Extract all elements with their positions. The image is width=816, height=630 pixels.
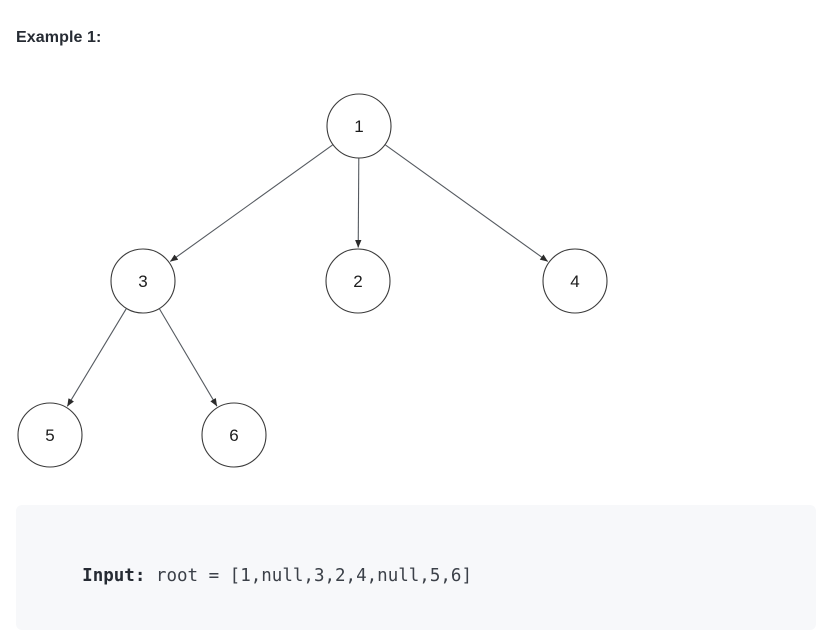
tree-node-circle-1 (326, 93, 392, 159)
binary-tree-diagram: 1 3 2 4 5 6 (0, 72, 816, 482)
tree-node-label-6: 6 (229, 426, 238, 445)
tree-node-circle-3 (110, 248, 176, 314)
example-code-block: Input: root = [1,null,3,2,4,null,5,6] Ou… (16, 505, 816, 630)
input-value: root = [1,null,3,2,4,null,5,6] (145, 566, 472, 586)
tree-node-circle-6 (201, 402, 267, 468)
tree-node-label-2: 2 (353, 272, 362, 291)
tree-node-label-4: 4 (570, 272, 579, 291)
tree-node-label-3: 3 (138, 272, 147, 291)
page-title: Example 1: (16, 29, 102, 46)
tree-node-5: 5 (17, 402, 83, 468)
tree-node-6: 6 (201, 402, 267, 468)
tree-node-circle-5 (17, 402, 83, 468)
tree-edge-3-to-6 (159, 308, 218, 407)
tree-node-circle-2 (325, 248, 391, 314)
tree-node-label-1: 1 (354, 117, 363, 136)
tree-svg: 1 3 2 4 5 6 (17, 93, 608, 468)
code-line-input: Input: root = [1,null,3,2,4,null,5,6] (40, 527, 792, 626)
tree-node-1: 1 (326, 93, 392, 159)
tree-edge-1-to-2 (355, 158, 362, 248)
tree-node-4: 4 (542, 248, 608, 314)
tree-node-label-5: 5 (45, 426, 54, 445)
tree-node-2: 2 (325, 248, 391, 314)
tree-node-circle-4 (542, 248, 608, 314)
tree-edge-1-to-4 (385, 144, 549, 262)
tree-edge-layer (66, 144, 549, 407)
tree-edge-1-to-3 (169, 144, 333, 262)
tree-edge-3-to-5 (66, 308, 127, 407)
code-line-output: Output: [[1],[3,2,4],[5,6]] (40, 626, 792, 630)
input-label: Input: (82, 566, 146, 586)
tree-node-3: 3 (110, 248, 176, 314)
tree-node-layer: 1 3 2 4 5 6 (17, 93, 608, 468)
